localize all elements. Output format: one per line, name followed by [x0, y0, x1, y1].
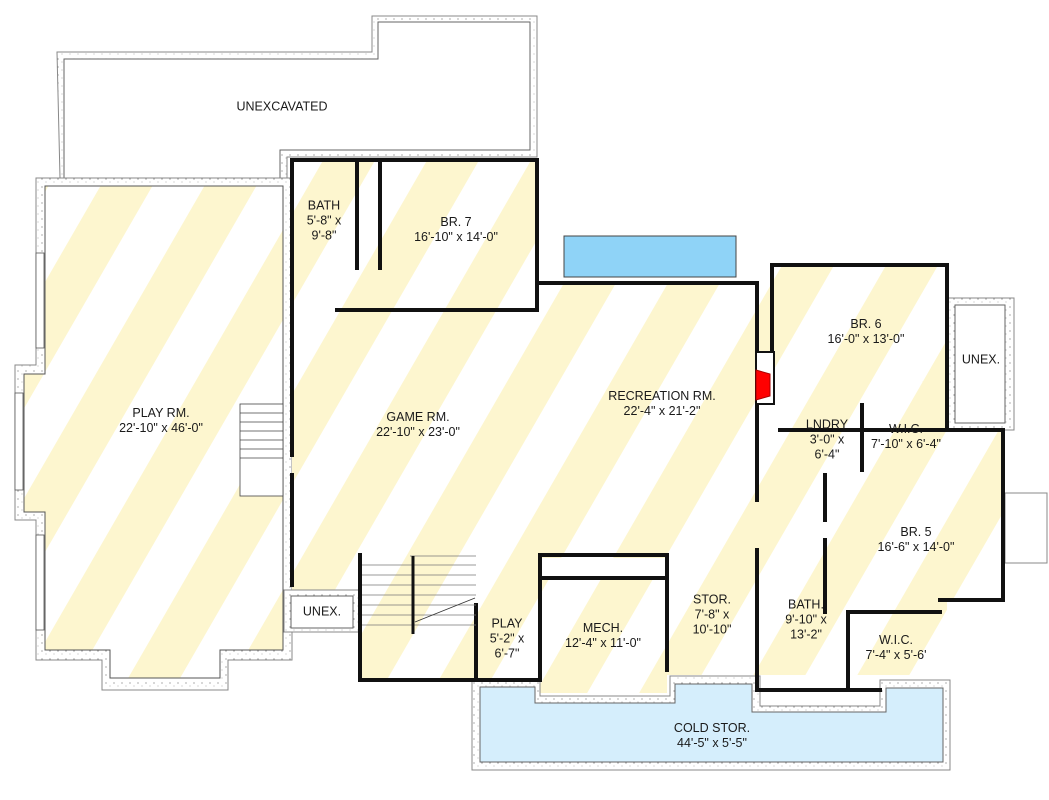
unexcavated-area [56, 15, 538, 179]
unex-right-area [947, 297, 1048, 564]
stairs-play-room [239, 403, 284, 497]
fireplace [755, 351, 775, 405]
main-interior [292, 160, 1005, 693]
walls [290, 158, 1005, 692]
cold-storage-area [471, 675, 951, 771]
unex-left-area [283, 589, 361, 633]
stairs-main [362, 555, 476, 634]
play-room-area [14, 177, 293, 691]
window-well [563, 235, 737, 278]
